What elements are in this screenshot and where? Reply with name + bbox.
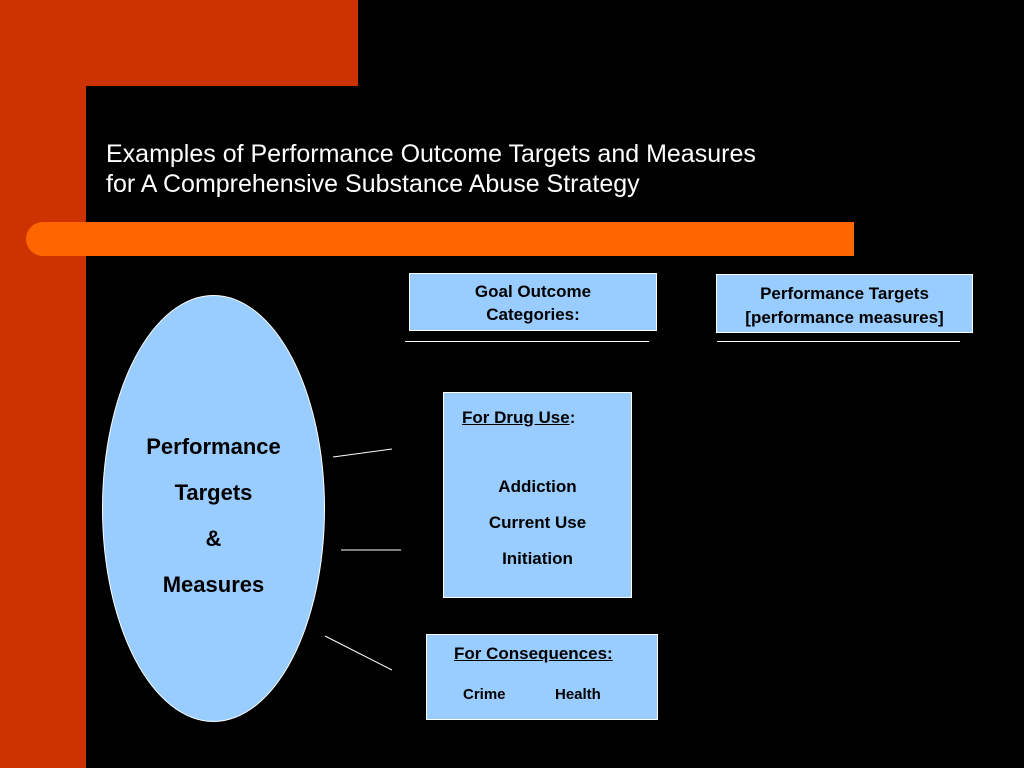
- drug-use-list: Addiction Current Use Initiation: [444, 469, 631, 577]
- perf-header-rule: [717, 341, 960, 342]
- drug-use-box: For Drug Use: Addiction Current Use Init…: [443, 392, 632, 598]
- slide-title: Examples of Performance Outcome Targets …: [106, 139, 756, 199]
- performance-targets-ellipse: [102, 295, 325, 722]
- drug-use-heading-colon: :: [569, 408, 576, 427]
- consequences-heading: For Consequences:: [454, 644, 613, 664]
- consequences-heading-text: For Consequences:: [454, 644, 613, 663]
- consequences-box: For Consequences: Crime Health: [426, 634, 658, 720]
- left-frame-band: [0, 0, 86, 768]
- connector-line-bottom: [324, 635, 393, 671]
- list-item: Addiction: [498, 477, 577, 496]
- list-item: Crime: [463, 686, 506, 703]
- perf-header-line-1: Performance Targets: [760, 284, 929, 303]
- accent-bar: [26, 222, 854, 256]
- connector-line-top: [332, 448, 393, 458]
- performance-targets-header: Performance Targets [performance measure…: [716, 274, 973, 333]
- perf-header-line-2: [performance measures]: [745, 308, 944, 327]
- list-item: Current Use: [488, 513, 587, 532]
- ellipse-label-line-2: Targets: [174, 480, 253, 505]
- goal-header-rule: [405, 341, 649, 342]
- goal-outcome-categories-header: Goal Outcome Categories:: [409, 273, 657, 331]
- goal-header-line-1: Goal Outcome: [474, 282, 592, 301]
- drug-use-heading: For Drug Use:: [462, 408, 575, 428]
- ellipse-label-line-3: &: [205, 526, 222, 551]
- list-item: Initiation: [502, 549, 573, 568]
- list-item: Health: [555, 686, 601, 703]
- goal-header-line-2: Categories:: [486, 305, 580, 324]
- slide-title-line-1: Examples of Performance Outcome Targets …: [106, 140, 756, 168]
- ellipse-label-line-1: Performance: [146, 434, 281, 459]
- ellipse-label-line-4: Measures: [162, 572, 265, 597]
- top-frame-band: [86, 0, 358, 86]
- slide-title-line-2: for A Comprehensive Substance Abuse Stra…: [106, 170, 640, 198]
- ellipse-label: Performance Targets & Measures: [102, 424, 325, 608]
- drug-use-heading-text: For Drug Use: [462, 408, 570, 427]
